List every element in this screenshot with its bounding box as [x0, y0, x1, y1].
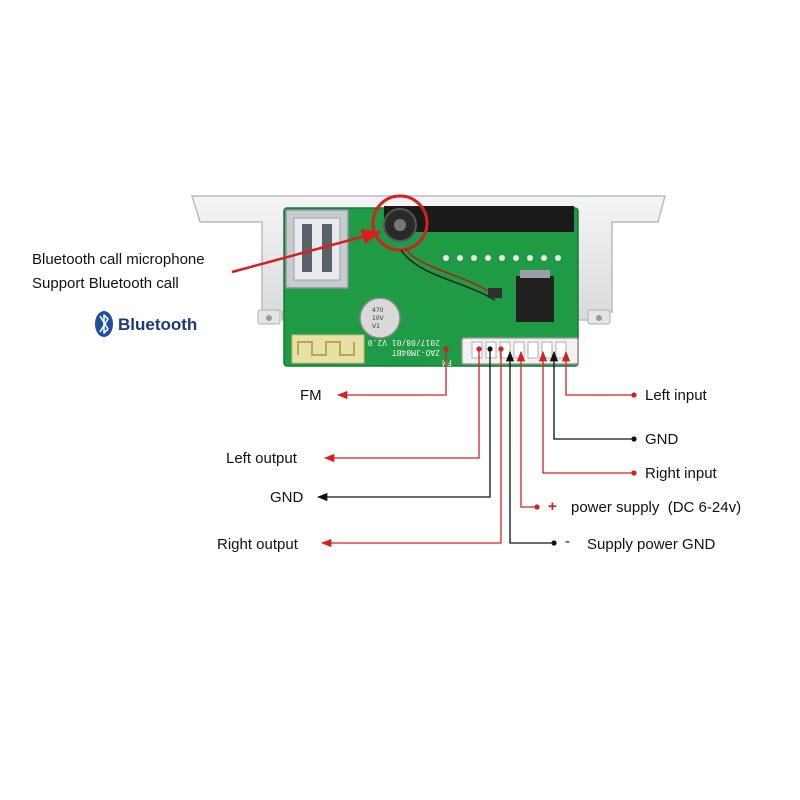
- label-gnd-input: GND: [645, 431, 679, 448]
- pcb-pads: [443, 255, 561, 261]
- bluetooth-wordmark: Bluetooth: [118, 315, 197, 334]
- electrolytic-capacitor: [359, 297, 401, 339]
- callout-text-2: Support Bluetooth call: [32, 275, 179, 292]
- pin-connections-right: [505, 350, 637, 546]
- label-gnd-output: GND: [270, 489, 304, 506]
- label-power-supply: power supply (DC 6-24v): [571, 499, 741, 516]
- label-supply-gnd: Supply power GND: [587, 536, 716, 553]
- capacitor-marking-2: 10V: [372, 315, 385, 322]
- label-right-output: Right output: [217, 536, 299, 553]
- label-left-output: Left output: [226, 450, 298, 467]
- bluetooth-antenna: [291, 334, 365, 364]
- gnd-output-line: [316, 349, 491, 502]
- right-output-line: [320, 349, 502, 548]
- mic-callout-arrow: [231, 228, 382, 274]
- power-supply-line: [516, 350, 537, 508]
- left-output-line: [323, 349, 480, 463]
- label-left-input: Left input: [645, 387, 708, 404]
- bluetooth-logo: Bluetooth: [95, 311, 197, 337]
- voltage-regulator: [516, 276, 554, 322]
- board-date-marking: 2017/08/01 V2.0: [368, 338, 440, 347]
- left-input-line: [561, 350, 634, 396]
- label-plus-sign: +: [548, 498, 557, 515]
- supply-gnd-line: [505, 350, 554, 544]
- bluetooth-icon: [95, 311, 113, 337]
- callout-text-1: Bluetooth call microphone: [32, 251, 205, 268]
- label-fm: FM: [300, 387, 322, 404]
- pin-connections-left: [316, 346, 504, 548]
- capacitor-marking-3: V1: [372, 323, 380, 330]
- module-photo: 470 10V V1 ZAO-JM04BT 2017/08/01 V2.0 FM: [190, 194, 666, 367]
- gnd-input-line: [549, 350, 634, 440]
- board-fm-marking: FM: [442, 358, 452, 367]
- label-right-input: Right input: [645, 465, 718, 482]
- board-model-marking: ZAO-JM04BT: [392, 348, 440, 357]
- right-input-line: [538, 350, 634, 474]
- microphone-highlight-circle: [371, 194, 429, 252]
- fm-line: [336, 349, 447, 400]
- label-minus-sign: -: [565, 533, 570, 550]
- capacitor-marking-1: 470: [372, 307, 384, 314]
